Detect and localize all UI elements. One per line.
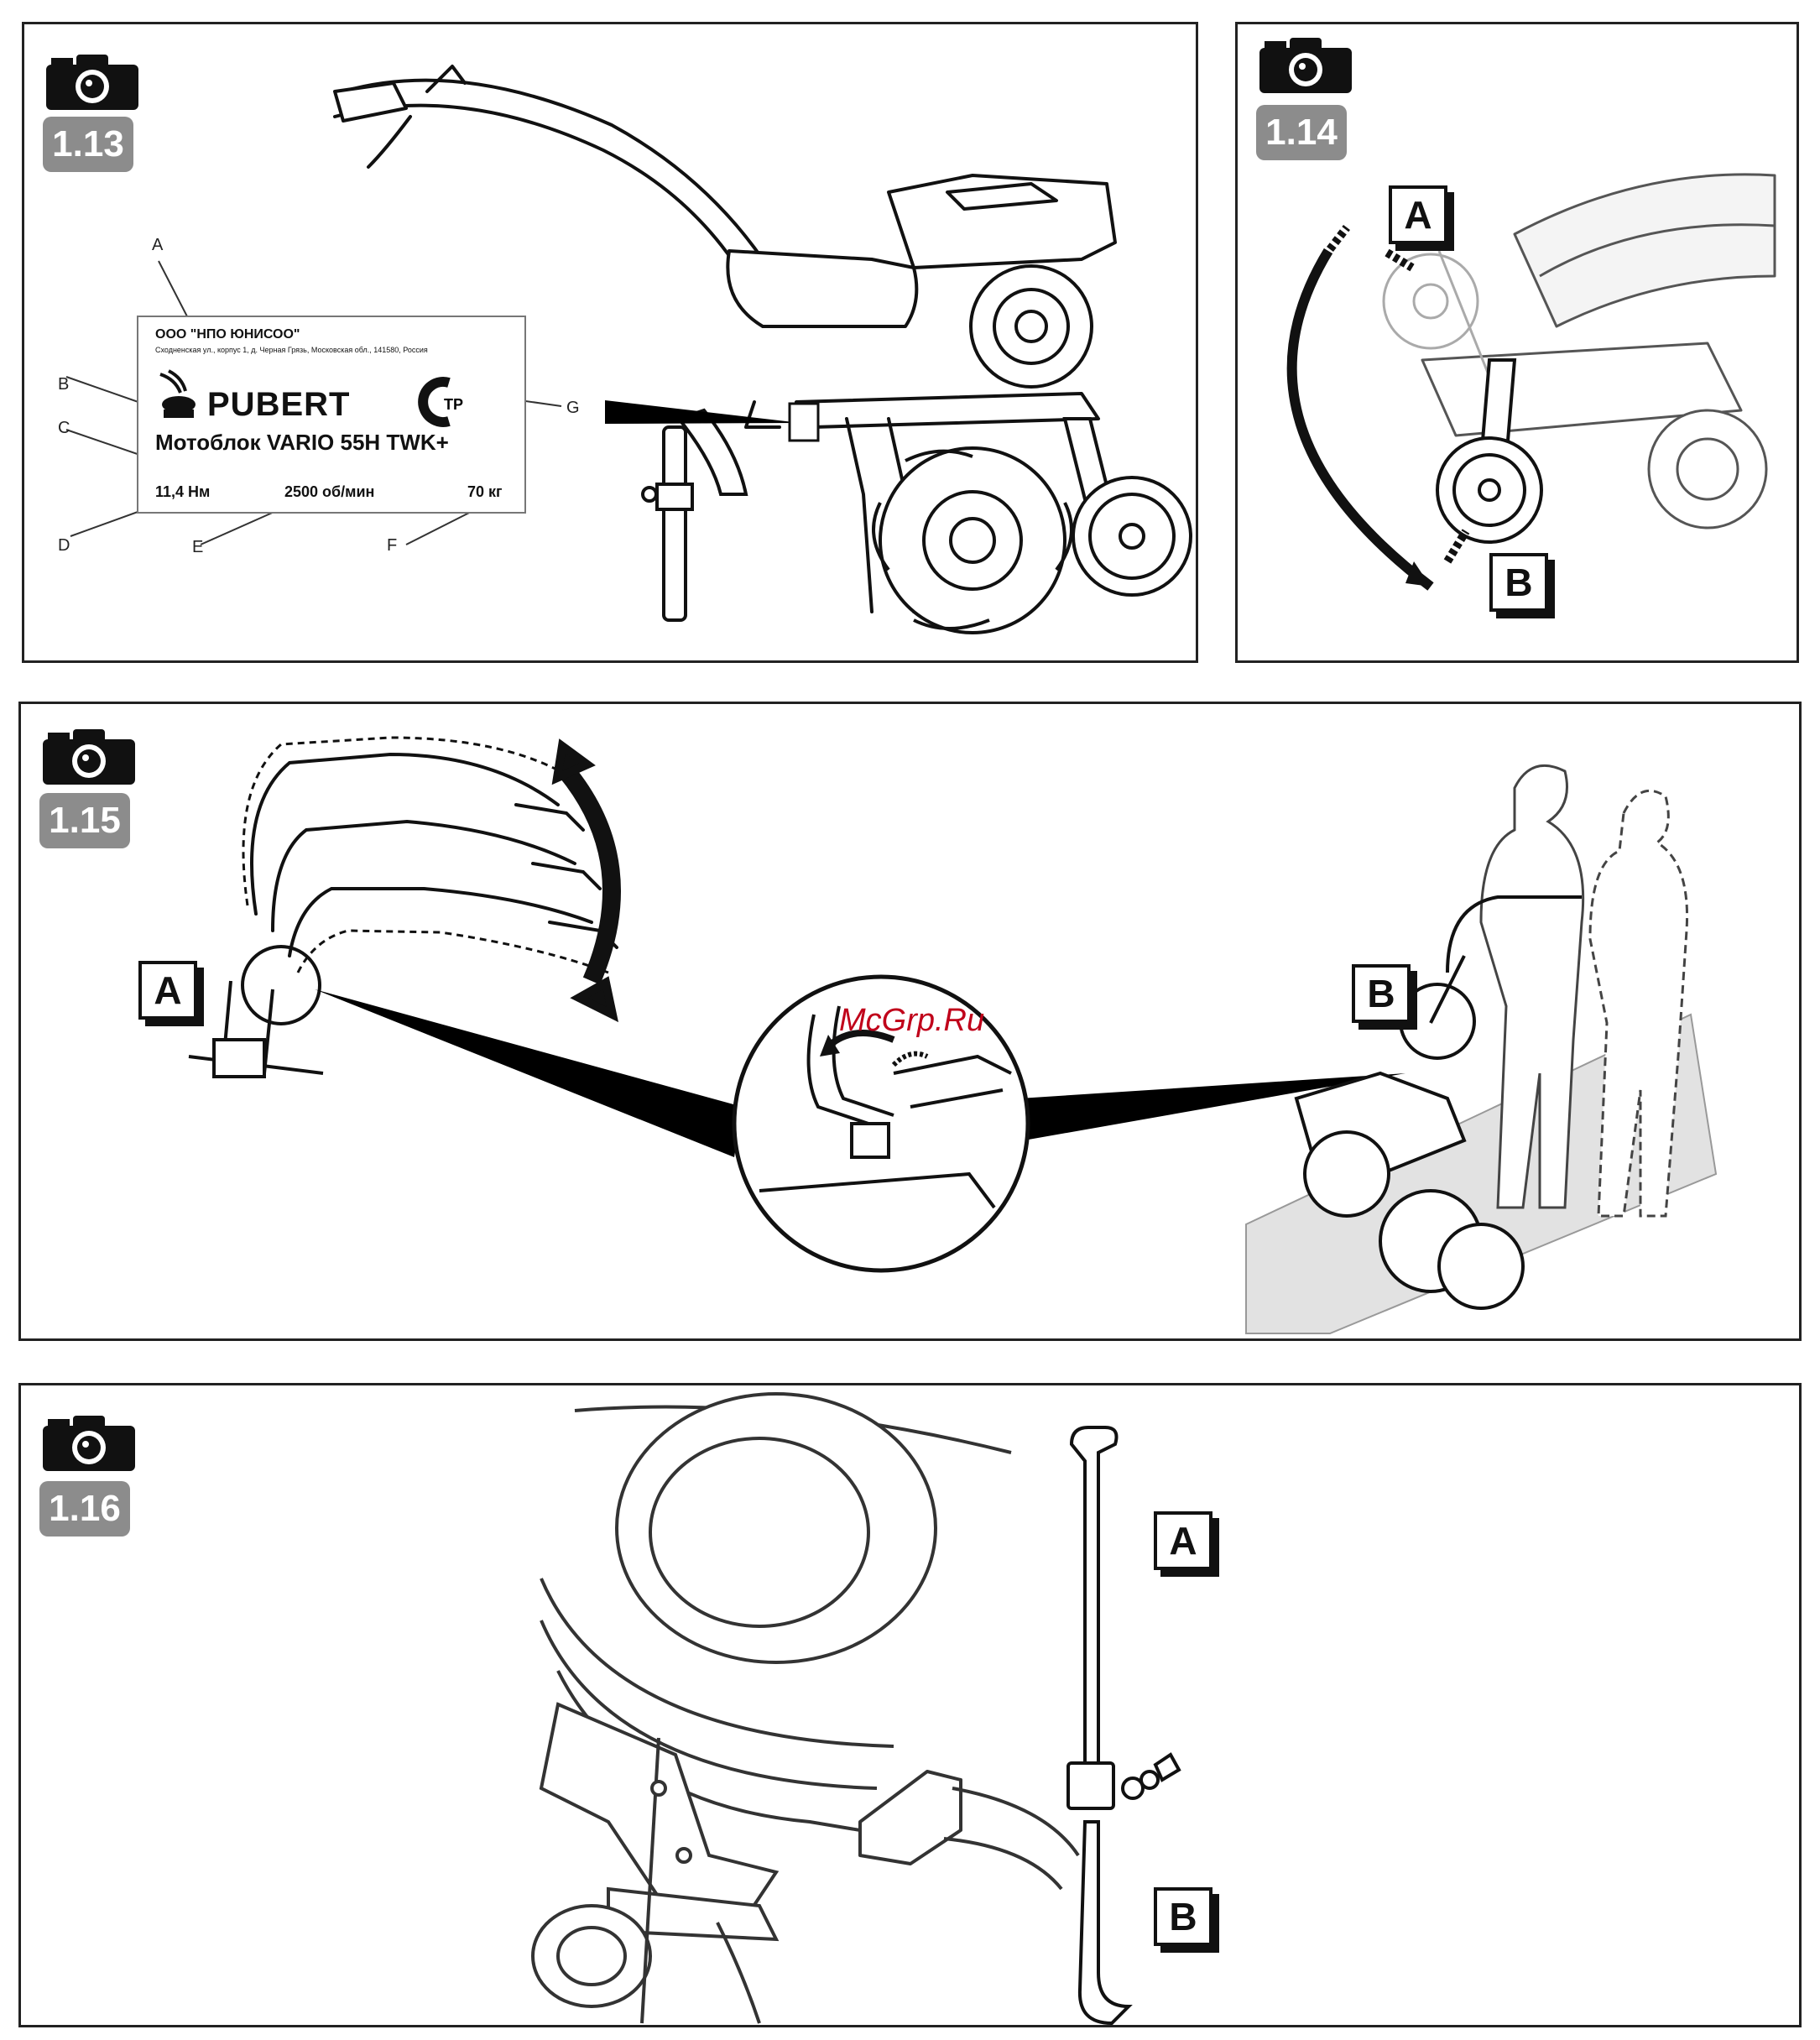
plate-torque: 11,4 Нм bbox=[155, 483, 210, 501]
callout-a: A bbox=[152, 236, 163, 255]
plate-brand: PUBERT bbox=[207, 386, 350, 424]
pubert-logo-icon bbox=[155, 369, 202, 421]
plate-address: Сходненская ул., корпус 1, д. Черная Гря… bbox=[155, 346, 428, 354]
cert-mark-text: ТР bbox=[444, 396, 463, 413]
label-a: A bbox=[138, 961, 197, 1020]
plate-model: Мотоблок VARIO 55H TWK+ bbox=[155, 430, 449, 456]
callout-c: C bbox=[58, 419, 70, 438]
callout-d: D bbox=[58, 536, 70, 556]
callout-b: B bbox=[58, 375, 69, 394]
label-a: A bbox=[1389, 185, 1447, 244]
figure-1-13-panel: 1.13 bbox=[22, 22, 1198, 663]
callout-g: G bbox=[566, 399, 580, 418]
eac-certification-icon: ТР bbox=[415, 376, 474, 428]
figure-1-14-panel: 1.14 A B bbox=[1235, 22, 1799, 663]
callout-f: F bbox=[387, 536, 397, 556]
callout-e: E bbox=[192, 538, 203, 557]
rating-plate: ООО "НПО ЮНИСОО" Сходненская ул., корпус… bbox=[137, 316, 526, 514]
depth-rod-illustration bbox=[21, 1385, 1799, 2025]
watermark: McGrp.Ru bbox=[839, 1003, 984, 1039]
figure-1-16-panel: 1.16 bbox=[18, 1383, 1802, 2027]
label-b: B bbox=[1154, 1887, 1212, 1946]
plate-weight: 70 кг bbox=[467, 483, 503, 501]
label-b: B bbox=[1352, 964, 1411, 1023]
plate-company: ООО "НПО ЮНИСОО" bbox=[155, 327, 300, 342]
plate-speed: 2500 об/мин bbox=[284, 483, 374, 501]
label-b: B bbox=[1489, 553, 1548, 612]
label-a: A bbox=[1154, 1511, 1212, 1570]
